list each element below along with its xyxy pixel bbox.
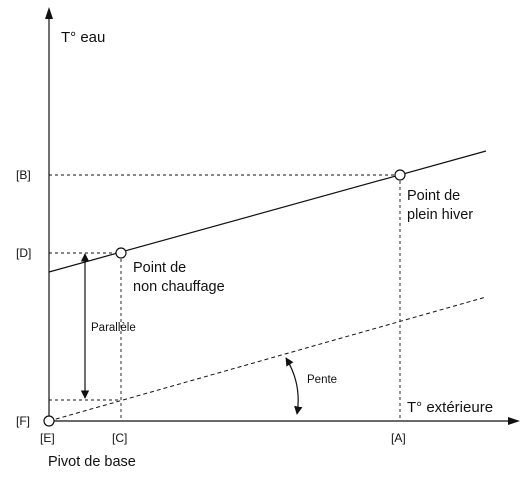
slope-label: Pente — [307, 374, 337, 386]
tick-label-f: [F] — [16, 414, 30, 428]
pivot-label: Pivot de base — [48, 454, 136, 470]
tick-label-c: [C] — [112, 431, 127, 445]
point-plein-hiver-label-line2: plein hiver — [407, 207, 473, 223]
tick-label-e: [E] — [40, 431, 55, 445]
y-axis-arrowhead — [45, 7, 53, 19]
point-plein-hiver-label-line1: Point de — [407, 188, 460, 204]
parallel-label: Parallèle — [91, 322, 136, 334]
y-axis-label: T° eau — [61, 29, 105, 46]
tick-label-a: [A] — [391, 431, 406, 445]
slope-arc-arrow — [285, 357, 303, 415]
x-axis-arrowhead — [508, 417, 520, 425]
tick-label-b: [B] — [16, 168, 31, 182]
pivot-marker — [43, 415, 55, 427]
point-non-chauffage-label-line1: Point de — [133, 260, 186, 276]
point-non-chauffage-label-line2: non chauffage — [133, 279, 225, 295]
base-slope-line — [48, 296, 487, 422]
tick-label-d: [D] — [16, 246, 31, 260]
point-plein-hiver-marker — [394, 169, 406, 181]
point-non-chauffage-marker — [115, 247, 127, 259]
x-axis-label: T° extérieure — [407, 399, 493, 416]
